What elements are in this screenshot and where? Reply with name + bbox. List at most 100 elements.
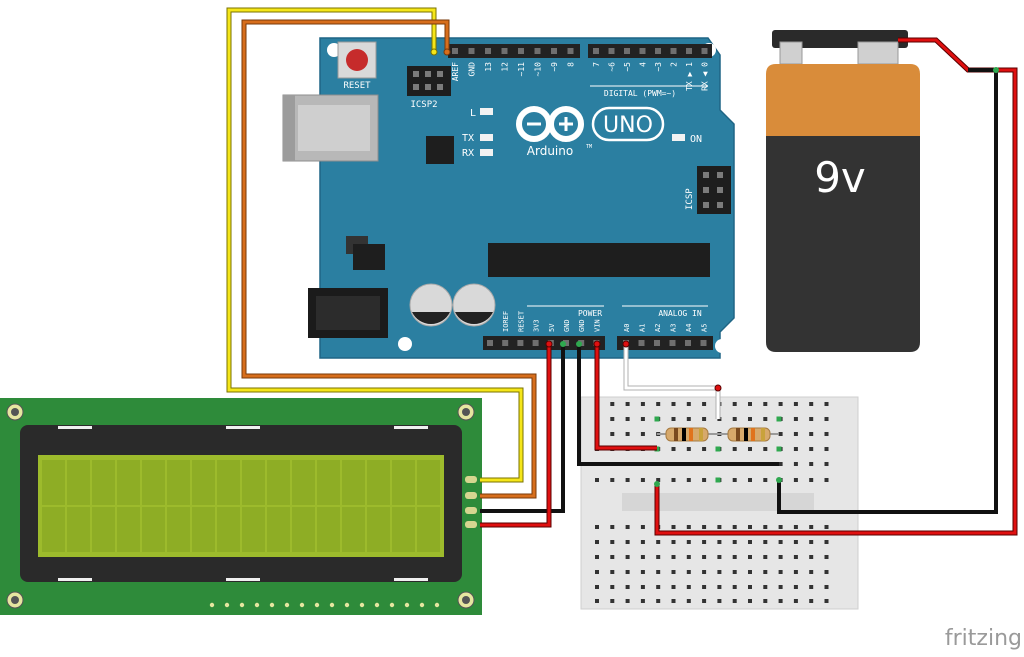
- lcd-pin: [329, 602, 335, 608]
- rx-led-label: RX: [462, 148, 474, 159]
- breadboard-hole: [732, 417, 737, 421]
- power-pin-label: GND: [563, 319, 571, 332]
- breadboard-hole: [686, 555, 691, 559]
- lcd-character-cell: [92, 460, 115, 505]
- breadboard-hole: [702, 570, 707, 574]
- header-pin: [670, 48, 677, 54]
- reset-button[interactable]: [337, 41, 377, 79]
- breadboard-hole: [686, 402, 691, 406]
- breadboard-hole: [625, 478, 630, 482]
- lcd-character-cell: [317, 507, 340, 552]
- breadboard-hole: [640, 402, 645, 406]
- breadboard-hole: [732, 555, 737, 559]
- breadboard-hole: [778, 599, 783, 603]
- lcd-character-cell: [242, 460, 265, 505]
- l-led: [480, 108, 493, 115]
- on-led: [672, 134, 685, 141]
- header-pin: [501, 48, 508, 54]
- header-pin: [534, 48, 541, 54]
- breadboard-hole: [793, 478, 798, 482]
- breadboard-hole: [610, 540, 615, 544]
- digital-pin-label: ~10: [534, 62, 543, 77]
- analog-pin-label: A3: [670, 324, 678, 332]
- breadboard-hole: [809, 447, 814, 451]
- lcd-character-cell: [67, 507, 90, 552]
- breadboard-hole: [595, 525, 599, 529]
- breadboard-center-channel: [622, 493, 814, 511]
- digital-pin-label: 7: [592, 62, 601, 67]
- analog-pin-label: A1: [639, 324, 647, 332]
- breadboard-hole: [640, 417, 645, 421]
- breadboard-hole: [625, 599, 630, 603]
- breadboard-hole: [748, 417, 752, 421]
- breadboard-hole: [809, 402, 814, 406]
- breadboard-hole: [595, 585, 599, 589]
- breadboard-hole: [595, 478, 599, 482]
- digital-pin-label: 13: [484, 62, 493, 72]
- lcd-character-cell: [192, 507, 215, 552]
- header-pin: [685, 340, 691, 346]
- breadboard-hole: [656, 478, 661, 482]
- breadboard-hole: [732, 447, 737, 451]
- digital-pin-label: ~3: [654, 62, 663, 72]
- breadboard-hole: [671, 525, 676, 529]
- breadboard-hole: [763, 402, 768, 406]
- breadboard-hole: [595, 570, 599, 574]
- breadboard-hole: [610, 525, 615, 529]
- lcd-pin: [374, 602, 380, 608]
- header-pin: [654, 340, 660, 346]
- digital-pin-label: 8: [567, 62, 576, 67]
- breadboard-hole-active: [776, 446, 782, 452]
- header-pin: [669, 340, 676, 346]
- lcd-character-cell: [42, 460, 65, 505]
- lcd-character-cell: [267, 460, 290, 505]
- power-label: POWER: [578, 309, 602, 318]
- breadboard-hole: [625, 540, 630, 544]
- breadboard-hole: [610, 555, 615, 559]
- uno-badge: UNO: [591, 106, 665, 142]
- header-pin: [468, 48, 475, 54]
- header-pin: [608, 48, 615, 54]
- breadboard-hole: [610, 402, 615, 406]
- breadboard-hole: [640, 570, 645, 574]
- lcd-character-cell: [392, 460, 415, 505]
- rx-led: [480, 149, 493, 156]
- digital-header: [448, 44, 712, 58]
- breadboard-hole: [763, 478, 768, 482]
- lcd-character-cell: [342, 507, 365, 552]
- header-pin: [518, 48, 524, 54]
- breadboard-hole: [793, 462, 798, 466]
- breadboard-hole: [702, 599, 707, 603]
- breadboard-hole: [732, 570, 737, 574]
- breadboard-hole: [671, 540, 676, 544]
- breadboard-hole: [702, 417, 707, 421]
- header-pin: [452, 48, 458, 54]
- mount-hole: [715, 339, 729, 353]
- icsp2-label: ICSP2: [410, 100, 437, 110]
- breadboard-hole: [640, 585, 645, 589]
- header-pin: [638, 340, 645, 346]
- power-pin-label: VIN: [593, 319, 601, 332]
- lcd-pin: [284, 602, 290, 608]
- breadboard-hole: [671, 570, 676, 574]
- digital-pin-label: GND: [468, 62, 477, 77]
- wires: [226, 7, 1018, 536]
- breadboard-hole: [686, 525, 691, 529]
- breadboard-hole: [748, 447, 752, 451]
- breadboard-hole: [748, 599, 752, 603]
- breadboard-hole: [763, 447, 768, 451]
- lcd-character-cell: [167, 460, 190, 505]
- power-pin-label: 5V: [548, 323, 556, 332]
- analog-label: ANALOG IN: [658, 309, 702, 318]
- breadboard-hole: [793, 402, 798, 406]
- lcd-character-cell: [117, 460, 140, 505]
- wire-black-battery: [777, 68, 998, 514]
- breadboard-hole: [686, 570, 691, 574]
- lcd-pin: [209, 602, 215, 608]
- breadboard-hole: [824, 540, 829, 544]
- lcd-pin: [254, 602, 260, 608]
- breadboard-hole: [610, 417, 615, 421]
- lcd-character-cell: [92, 507, 115, 552]
- breadboard-hole: [824, 478, 829, 482]
- breadboard-hole: [686, 599, 691, 603]
